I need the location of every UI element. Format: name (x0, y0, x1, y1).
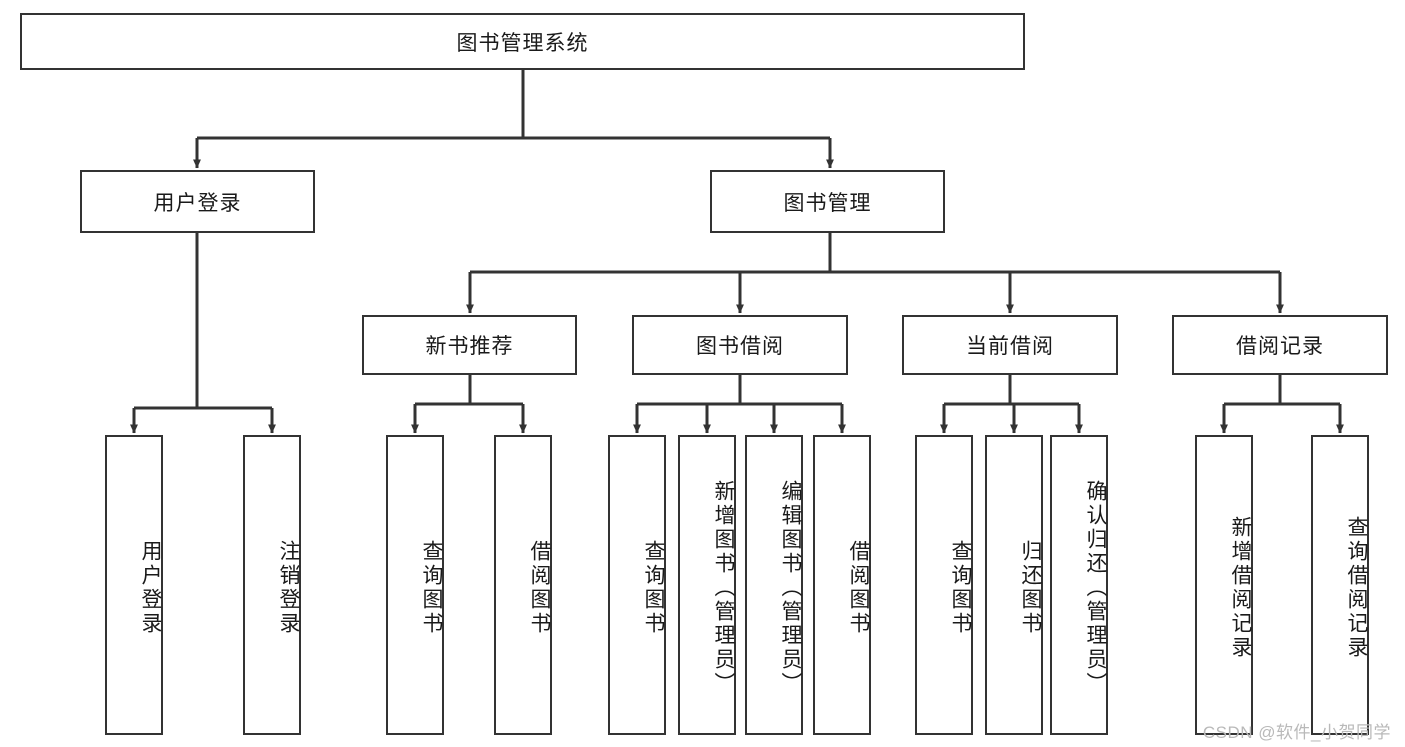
node-borrow-record[interactable]: 借阅记录 (1172, 315, 1388, 375)
node-label: 归还图书 (1019, 540, 1042, 636)
node-new-book-recommend[interactable]: 新书推荐 (362, 315, 577, 375)
node-root-system[interactable]: 图书管理系统 (20, 13, 1025, 70)
node-label: 用户登录 (139, 540, 162, 636)
leaf-borrow-record-add[interactable]: 新增借阅记录 (1195, 435, 1253, 735)
leaf-current-borrow-query[interactable]: 查询图书 (915, 435, 973, 735)
leaf-current-borrow-confirm-return[interactable]: 确认归还（管理员） (1050, 435, 1108, 735)
node-label: 注销登录 (277, 540, 300, 636)
leaf-book-borrow-edit[interactable]: 编辑图书（管理员） (745, 435, 803, 735)
node-label: 新书推荐 (425, 335, 514, 358)
node-label: 图书管理 (783, 191, 872, 215)
leaf-book-borrow-add[interactable]: 新增图书（管理员） (678, 435, 736, 735)
node-label: 借阅图书 (528, 540, 551, 636)
node-user-login[interactable]: 用户登录 (80, 170, 315, 233)
node-current-borrow[interactable]: 当前借阅 (902, 315, 1118, 375)
node-label: 确认归还（管理员） (1084, 480, 1107, 696)
leaf-new-book-query[interactable]: 查询图书 (386, 435, 444, 735)
node-label: 查询图书 (420, 540, 443, 636)
node-label: 图书借阅 (696, 335, 784, 358)
node-book-borrow[interactable]: 图书借阅 (632, 315, 848, 375)
node-label: 查询图书 (949, 540, 972, 636)
node-label: 查询借阅记录 (1345, 516, 1368, 660)
node-label: 编辑图书（管理员） (779, 480, 802, 696)
leaf-user-login-login[interactable]: 用户登录 (105, 435, 163, 735)
node-book-management[interactable]: 图书管理 (710, 170, 945, 233)
leaf-user-login-logout[interactable]: 注销登录 (243, 435, 301, 735)
leaf-borrow-record-query[interactable]: 查询借阅记录 (1311, 435, 1369, 735)
leaf-book-borrow-borrow[interactable]: 借阅图书 (813, 435, 871, 735)
leaf-book-borrow-query[interactable]: 查询图书 (608, 435, 666, 735)
node-label: 新增借阅记录 (1229, 516, 1252, 660)
node-label: 用户登录 (153, 191, 242, 215)
node-label: 图书管理系统 (456, 31, 589, 55)
leaf-new-book-borrow[interactable]: 借阅图书 (494, 435, 552, 735)
watermark-text: CSDN @软件_小贺同学 (1202, 723, 1391, 742)
leaf-current-borrow-return[interactable]: 归还图书 (985, 435, 1043, 735)
node-label: 借阅记录 (1236, 335, 1324, 358)
node-label: 查询图书 (642, 540, 665, 636)
node-label: 当前借阅 (966, 335, 1054, 358)
node-label: 借阅图书 (847, 540, 870, 636)
node-label: 新增图书（管理员） (712, 480, 735, 696)
